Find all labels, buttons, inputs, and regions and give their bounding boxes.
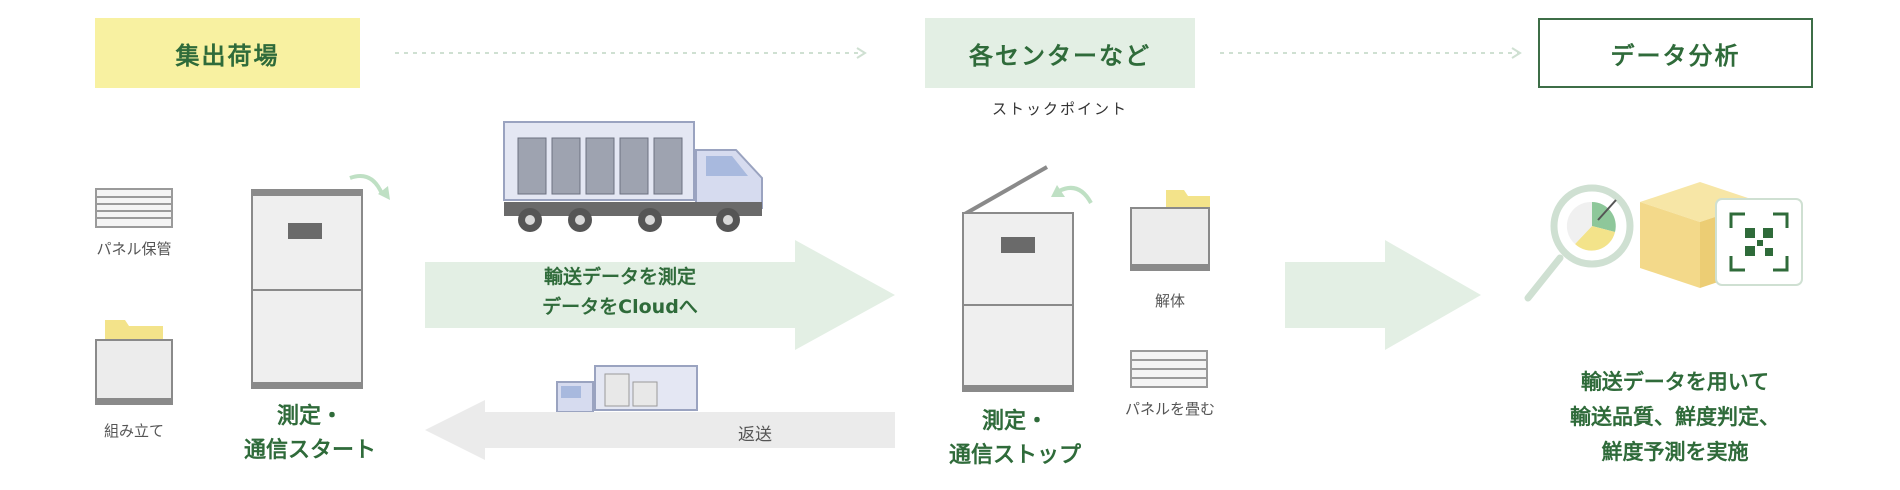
fold-panels-label: パネルを畳む <box>1124 400 1215 418</box>
analysis-text: 輸送データを用いて 輸送品質、鮮度判定、 鮮度予測を実施 <box>1520 365 1830 470</box>
forward-arrow <box>425 240 895 350</box>
return-arrow <box>425 400 895 460</box>
stage-origin-label: 集出荷場 <box>175 41 280 70</box>
stage-analysis: データ分析 <box>1538 18 1813 88</box>
forward-line2: データをCloudへ <box>542 296 698 318</box>
forward-text: 輸送データを測定 データをCloudへ <box>470 262 770 322</box>
stage-center: 各センターなど <box>925 18 1195 88</box>
stage-center-sub: ストックポイント <box>991 100 1128 118</box>
panel-stack-icon <box>95 188 173 228</box>
container-icon <box>251 174 390 389</box>
measure-start-line1: 測定・ <box>276 404 343 429</box>
analysis-arrow <box>1285 240 1481 350</box>
open-container-icon <box>962 165 1093 392</box>
measure-stop-line1: 測定・ <box>981 409 1048 434</box>
stage-center-label: 各センターなど <box>969 41 1151 70</box>
magnifier-icon <box>1524 184 1634 302</box>
assembly-label: 組み立て <box>103 422 164 440</box>
stage-analysis-label: データ分析 <box>1610 41 1741 70</box>
measure-stop-label: 測定・ 通信ストップ <box>920 405 1110 473</box>
measure-start-line2: 通信スタート <box>243 438 376 463</box>
dotted-arrow-1 <box>395 47 867 59</box>
measure-start-label: 測定・ 通信スタート <box>215 400 405 468</box>
analysis-line2: 輸送品質、鮮度判定、 <box>1570 405 1780 429</box>
analysis-line1: 輸送データを用いて <box>1580 370 1770 394</box>
analysis-line3: 鮮度予測を実施 <box>1601 440 1749 464</box>
panel-storage-label: パネル保管 <box>96 240 172 258</box>
qr-scan-icon <box>1715 198 1803 286</box>
return-label: 返送 <box>738 425 772 445</box>
truck-icon <box>503 121 763 232</box>
box-icon <box>95 320 173 405</box>
stage-origin: 集出荷場 <box>95 18 360 88</box>
disassembly-label: 解体 <box>1154 292 1185 310</box>
forward-line1: 輸送データを測定 <box>543 266 696 288</box>
dotted-arrow-2 <box>1220 47 1522 59</box>
measure-stop-line2: 通信ストップ <box>948 443 1081 468</box>
disassembly-box-icon <box>1130 190 1210 271</box>
folded-panel-icon <box>1130 350 1208 388</box>
